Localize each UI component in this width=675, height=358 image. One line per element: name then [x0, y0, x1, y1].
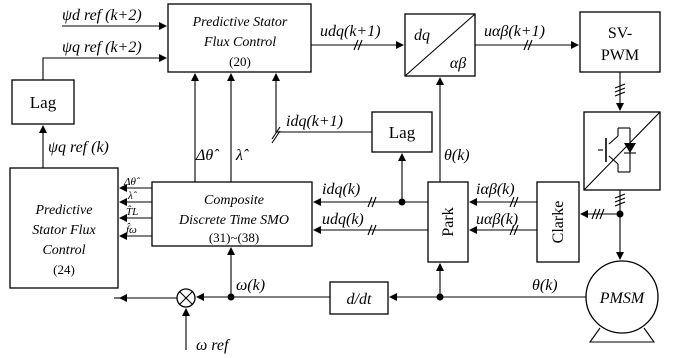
park-block: Park	[427, 181, 469, 263]
lag-mid-block: Lag	[371, 111, 433, 153]
smo-output-labels: Δθ̂ λ̂ T̂L f̂ω	[123, 176, 141, 236]
pmsm-motor: PMSM	[585, 260, 659, 343]
label-psi-q-ref-k2: ψq ref (k+2)	[62, 39, 142, 56]
svpwm-block: SV- PWM	[579, 11, 661, 73]
label-theta-k-top: θ(k)	[444, 147, 470, 164]
clarke-label: Clarke	[550, 201, 567, 244]
label-u-ab-k: uαβ(k)	[476, 211, 518, 228]
label-i-dq-k1: idq(k+1)	[286, 113, 343, 130]
clarke-block: Clarke	[536, 181, 580, 263]
park-label: Park	[440, 207, 457, 236]
dq-to-alphabeta-block: dq αβ	[404, 13, 476, 77]
pred-top-eq: (20)	[229, 54, 251, 69]
pmsm-label: PMSM	[599, 290, 646, 307]
summing-junction	[176, 288, 196, 308]
label-omega-k: ω(k)	[236, 277, 265, 294]
label-u-dq-k1: udq(k+1)	[320, 23, 381, 40]
smo-eq: (31)~(38)	[209, 230, 259, 245]
smo-out-tl: T̂L	[126, 205, 138, 218]
label-i-ab-k: iαβ(k)	[476, 181, 515, 198]
inverter-block	[583, 111, 661, 191]
label-omega-ref: ω ref	[196, 337, 231, 354]
smo-line2: Discrete Time SMO	[178, 213, 289, 228]
composite-smo-block: Composite Discrete Time SMO (31)~(38)	[151, 181, 313, 247]
predictive-stator-flux-control-top-block: Predictive Stator Flux Control (20)	[167, 3, 312, 73]
predictive-stator-flux-control-left-block: Predictive Stator Flux Control (24)	[9, 167, 119, 289]
smo-line1: Composite	[204, 193, 264, 208]
label-u-dq-k: udq(k)	[322, 211, 364, 228]
pred-left-line1: Predictive	[34, 203, 92, 218]
lag-left-label: Lag	[30, 93, 57, 112]
pred-top-line2: Flux Control	[203, 35, 276, 50]
pred-left-eq: (24)	[53, 262, 75, 277]
bus-slash-marks	[271, 39, 626, 236]
ddt-label: d/dt	[347, 291, 372, 308]
label-lambda-hat: λ̂	[235, 147, 249, 164]
lag-left-block: Lag	[11, 79, 75, 125]
label-psi-d-ref-k2: ψd ref (k+2)	[62, 7, 142, 24]
label-i-dq-k: idq(k)	[322, 181, 360, 198]
label-psi-q-ref-k: ψq ref (k)	[48, 139, 109, 156]
label-theta-k-bottom: θ(k)	[532, 277, 558, 294]
svpwm-line1: SV-	[608, 25, 632, 42]
pred-left-line2: Stator Flux	[32, 223, 96, 238]
label-u-ab-k1: uαβ(k+1)	[484, 23, 545, 40]
signal-lines	[39, 22, 624, 350]
pred-left-line3: Control	[42, 243, 85, 258]
dq-ab-bottom: αβ	[450, 55, 466, 72]
lag-mid-label: Lag	[389, 123, 416, 142]
smo-out-lambda: λ̂	[127, 190, 138, 202]
dq-ab-top: dq	[414, 27, 430, 44]
ddt-block: d/dt	[329, 281, 389, 315]
svpwm-line2: PWM	[601, 47, 639, 64]
smo-out-fw: f̂ω	[126, 223, 137, 236]
label-delta-theta-hat: Δθ̂	[195, 147, 219, 164]
smo-out-delta-theta: Δθ̂	[123, 176, 141, 188]
pred-top-line1: Predictive Stator	[192, 15, 288, 30]
